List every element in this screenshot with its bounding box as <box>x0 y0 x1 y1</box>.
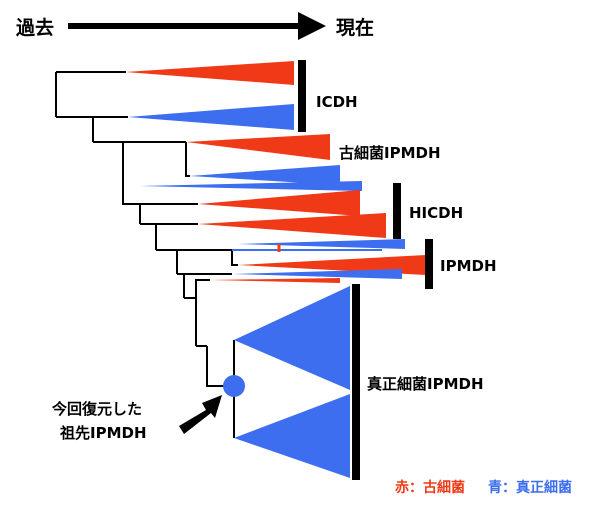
ipmdh-label: IPMDH <box>440 257 497 275</box>
time-axis: 過去 現在 <box>16 12 374 40</box>
eukaryotic-ipmdh-label: 真正細菌IPMDH <box>367 375 484 393</box>
group-labels: ICDH 古細菌IPMDH HICDH IPMDH 真正細菌IPMDH <box>316 93 497 393</box>
legend-red-label: 赤：古細菌 <box>395 479 465 496</box>
archaeal-ipmdh-blue-sub-clade <box>190 165 340 185</box>
time-axis-past-label: 過去 <box>16 16 54 39</box>
hicdh-red-clade-a <box>198 190 360 216</box>
archaeal-ipmdh-clade <box>186 134 330 160</box>
time-axis-present-label: 現在 <box>336 16 374 39</box>
eukaryotic-ipmdh-bar <box>352 284 360 480</box>
icdh-bacteria-clade <box>128 104 294 130</box>
ipmdh-bar <box>425 239 433 289</box>
eukaryotic-ipmdh-upper-clade <box>234 286 350 390</box>
tree-branches <box>55 71 238 438</box>
ancestral-node <box>223 375 245 397</box>
annotation-line-1: 今回復元した <box>51 400 142 418</box>
archaeal-ipmdh-label: 古細菌IPMDH <box>339 144 441 162</box>
annotation-line-2: 祖先IPMDH <box>59 424 147 442</box>
hicdh-blue-clade <box>140 181 362 191</box>
hicdh-bar <box>393 183 401 239</box>
icdh-bar <box>298 60 306 132</box>
legend-blue-label: 青：真正細菌 <box>488 479 572 496</box>
ipmdh-blue-clade-a <box>238 239 405 249</box>
hicdh-red-clade-b <box>198 213 386 238</box>
ipmdh-red-clade-b <box>210 278 340 283</box>
legend: 赤：古細菌 青：真正細菌 <box>395 479 572 496</box>
clade-triangles <box>126 61 426 478</box>
icdh-archaea-clade <box>126 61 294 85</box>
time-axis-arrowhead <box>298 12 326 40</box>
eukaryotic-ipmdh-lower-clade <box>234 394 350 478</box>
annotation-arrow <box>179 395 222 434</box>
group-bars <box>298 60 433 480</box>
hicdh-label: HICDH <box>409 204 463 222</box>
icdh-label: ICDH <box>316 93 358 111</box>
ipmdh-blue-clade-b <box>232 269 402 279</box>
ancestor-annotation: 今回復元した 祖先IPMDH <box>51 395 222 442</box>
